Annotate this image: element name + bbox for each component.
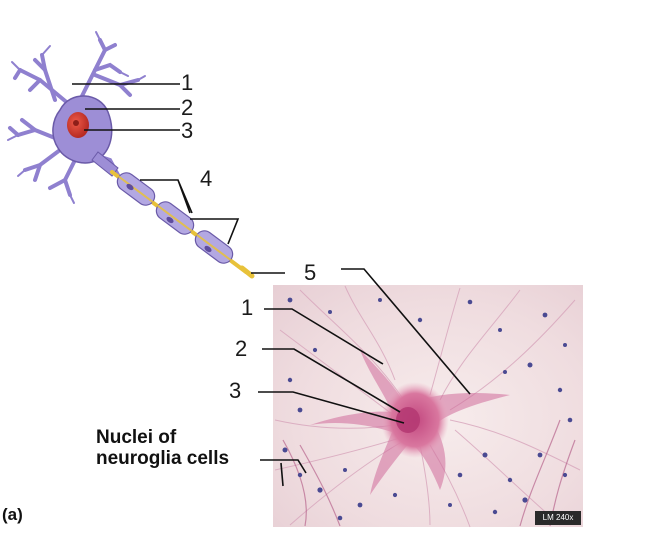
glia-nucleus [537,452,543,458]
label-neuroglia-nuclei: Nuclei of neuroglia cells [96,427,229,469]
leader-line-m2 [262,348,401,413]
glia-nucleus [378,298,382,302]
nucleolus [73,120,79,126]
glia-nucleus [297,407,303,413]
glia-nucleus [507,477,513,483]
glia-nucleus [337,515,343,521]
schwann-nucleus [204,245,212,253]
glia-nucleus [343,468,347,472]
glia-nucleus [328,310,332,314]
glia-nucleus [542,312,548,318]
panel-label: (a) [2,505,23,524]
glia-nucleus [317,487,323,493]
leader-lines [72,83,471,487]
glia-nucleus [527,362,533,368]
leader-line-n5-micro [341,268,471,395]
glia-nucleus [563,343,567,347]
glia-nucleus [522,497,528,503]
scale-label: LM 240x [535,511,581,525]
leader-line-m3 [258,391,405,424]
label-dendrites-number: 1 [181,70,194,95]
label-micrograph-dendrite-number: 1 [241,295,254,320]
glia-nucleus [297,472,303,478]
glia-nucleus [492,509,498,515]
glia-nucleus [567,417,573,423]
label-neuroglia-line-2: neuroglia cells [96,448,230,469]
leader-line-glia [260,459,307,474]
label-micrograph-nucleus-number: 3 [229,378,242,403]
axon-terminal [239,265,255,279]
leader-line-n4 [140,179,193,214]
leader-line-glia-2 [280,462,284,487]
micrograph [273,285,583,528]
glia-nucleus [282,447,288,453]
glia-nucleus [457,472,463,478]
glia-nucleus [557,387,563,393]
leader-line-myelin-bracket [190,218,240,245]
label-cell-body-number: 2 [181,95,194,120]
glia-nucleus [392,492,398,498]
glia-nucleus [498,328,502,332]
schwann-nuclei [126,183,212,253]
glia-nucleus [287,297,293,303]
glia-nucleus [503,370,507,374]
glia-nucleus [357,502,363,508]
label-nucleus-number: 3 [181,118,194,143]
glia-nucleus [562,472,568,478]
label-micrograph-cell-body-number: 2 [235,336,248,361]
glia-nucleus [482,452,488,458]
schwann-nucleus [126,183,134,191]
glia-nucleus [448,503,452,507]
schwann-nucleus [166,216,174,224]
axon-hillock [91,151,119,177]
micrograph-glia-nuclei [282,297,573,521]
glia-nucleus [312,347,318,353]
leader-line-m1 [264,308,384,365]
micrograph-nucleus [396,407,420,433]
label-myelin-number: 4 [200,166,213,191]
neuron-illustration [7,31,255,279]
label-axon-number: 5 [304,260,317,285]
axon-inner [117,175,237,265]
glia-nucleus [417,317,423,323]
label-neuroglia-line-1: Nuclei of [96,427,177,448]
glia-nucleus [467,299,473,305]
micrograph-neuron [310,350,510,495]
glia-nucleus [287,377,293,383]
